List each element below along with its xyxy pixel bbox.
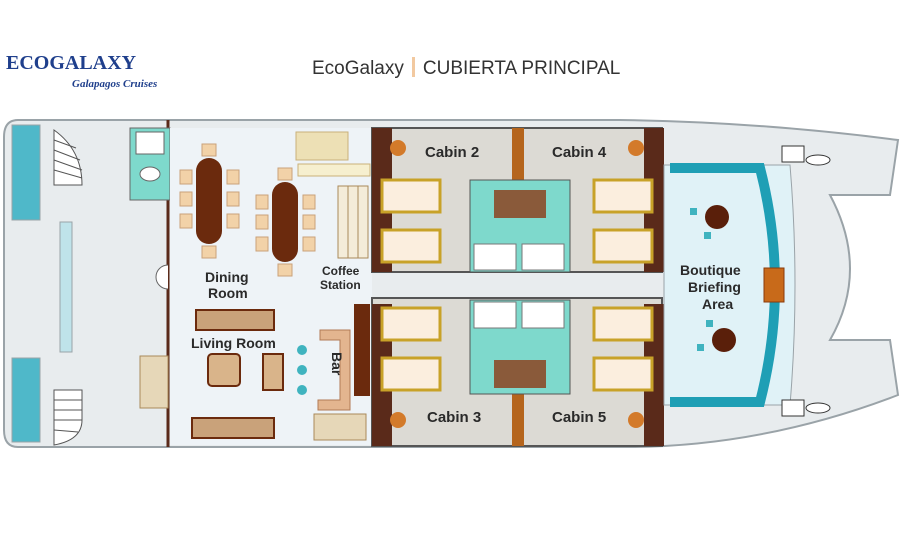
title-separator bbox=[411, 57, 415, 77]
sofa-top bbox=[195, 309, 275, 331]
side-table bbox=[262, 353, 284, 391]
side-bench bbox=[139, 355, 169, 409]
restroom-toilet bbox=[139, 166, 161, 182]
spiral-stairs-top bbox=[53, 129, 83, 186]
label-boutique-3: Area bbox=[702, 296, 733, 312]
dining-table-1 bbox=[196, 158, 222, 244]
bow-cleat-top bbox=[781, 145, 831, 166]
restroom-sink bbox=[135, 131, 165, 155]
stairs-center bbox=[337, 185, 369, 259]
bar-counter bbox=[317, 329, 351, 411]
label-cabin-3: Cabin 3 bbox=[427, 409, 481, 426]
rail-strip bbox=[59, 221, 73, 353]
dining-chairs bbox=[179, 143, 316, 277]
label-bar: Bar bbox=[329, 352, 345, 376]
coffee-shelf bbox=[297, 163, 371, 177]
label-boutique-2: Briefing bbox=[688, 279, 741, 295]
label-dining-1: Dining bbox=[205, 269, 249, 285]
boutique-table-1 bbox=[705, 205, 729, 229]
ship-name: EcoGalaxy bbox=[312, 58, 404, 79]
coffee-table bbox=[207, 353, 241, 387]
boutique-table-2 bbox=[712, 328, 736, 352]
page-title: EcoGalaxy CUBIERTA PRINCIPAL bbox=[312, 57, 620, 80]
label-cabin-5: Cabin 5 bbox=[552, 409, 606, 426]
label-coffee-2: Station bbox=[320, 278, 361, 292]
pool-aft-top bbox=[11, 124, 41, 221]
bench-bottom bbox=[313, 413, 367, 441]
label-coffee-1: Coffee bbox=[322, 264, 360, 278]
beds bbox=[380, 178, 654, 392]
bar-stools bbox=[297, 345, 307, 395]
boutique-floor bbox=[663, 164, 796, 406]
label-boutique-1: Boutique bbox=[680, 262, 741, 278]
spiral-stairs-bottom bbox=[53, 389, 83, 446]
boutique-stools bbox=[690, 208, 713, 351]
bar-back bbox=[354, 304, 370, 396]
pool-aft-bottom bbox=[11, 357, 41, 443]
label-living-room: Living Room bbox=[191, 335, 276, 351]
deck-name: CUBIERTA PRINCIPAL bbox=[422, 58, 621, 79]
boutique-door bbox=[763, 267, 785, 303]
door-aft bbox=[155, 264, 169, 290]
dining-table-2 bbox=[272, 182, 298, 262]
logo-tagline: Galapagos Cruises bbox=[72, 78, 158, 90]
sofa-bottom bbox=[191, 417, 275, 439]
logo-brand: ECOGALAXY bbox=[6, 52, 137, 74]
bow-cleat-bottom bbox=[781, 399, 831, 417]
label-cabin-4: Cabin 4 bbox=[552, 144, 607, 161]
label-dining-2: Room bbox=[208, 285, 248, 301]
coffee-counter bbox=[295, 131, 349, 161]
cabin-chairs bbox=[390, 140, 644, 428]
ecogalaxy-logo: ECOGALAXY Galapagos Cruises bbox=[6, 52, 157, 90]
label-cabin-2: Cabin 2 bbox=[425, 144, 479, 161]
